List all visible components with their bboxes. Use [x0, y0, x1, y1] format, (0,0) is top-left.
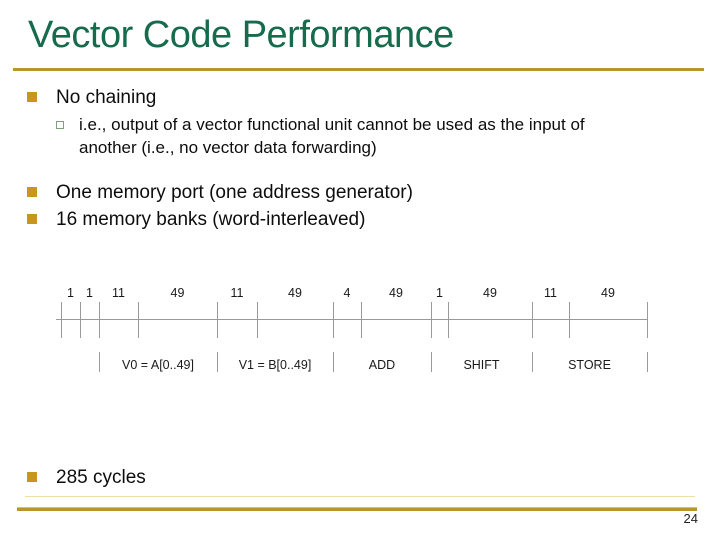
bullet-square-icon: [27, 472, 37, 482]
page-title: Vector Code Performance: [28, 14, 454, 56]
bullet-memory-port: One memory port (one address generator): [56, 182, 413, 203]
sub-bullet-no-chaining-detail: i.e., output of a vector functional unit…: [79, 115, 585, 157]
cycle-count-label: 1: [67, 286, 74, 300]
bullet-square-icon: [27, 214, 37, 224]
bullet-memory-banks: 16 memory banks (word-interleaved): [56, 209, 366, 230]
cycle-count-label: 49: [171, 286, 185, 300]
stage-label: V1 = B[0..49]: [239, 358, 312, 372]
cycle-count-label: 49: [389, 286, 403, 300]
stage-label: ADD: [369, 358, 395, 372]
cycle-count-label: 11: [544, 286, 557, 300]
cycle-count-label: 49: [601, 286, 615, 300]
bullet-square-icon: [27, 187, 37, 197]
cycle-count-label: 49: [483, 286, 497, 300]
cycle-count-label: 1: [86, 286, 93, 300]
cycle-count-label: 11: [112, 286, 125, 300]
bullet-no-chaining: No chaining: [56, 87, 157, 108]
footer-divider-thick: [17, 507, 697, 511]
stage-label: SHIFT: [463, 358, 499, 372]
page-number: 24: [683, 511, 698, 526]
cycle-count-label: 4: [344, 286, 351, 300]
footer-divider-thin: [25, 496, 695, 497]
bullet-cycles: 285 cycles: [56, 467, 146, 488]
stage-label: STORE: [568, 358, 611, 372]
cycle-count-label: 11: [231, 286, 244, 300]
sub-bullet-square-icon: [56, 121, 64, 129]
bullet-square-icon: [27, 92, 37, 102]
cycle-count-label: 1: [436, 286, 443, 300]
stage-label: V0 = A[0..49]: [122, 358, 194, 372]
title-divider: [13, 68, 704, 71]
cycle-count-label: 49: [288, 286, 302, 300]
